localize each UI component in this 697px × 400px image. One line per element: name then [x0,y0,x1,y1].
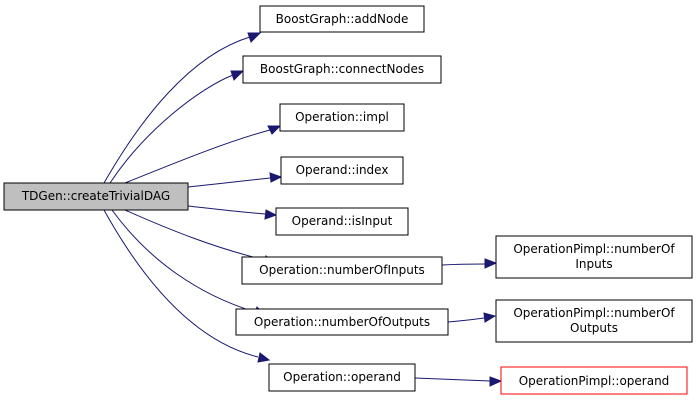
node-pimpl-operand-label: OperationPimpl::operand [519,374,670,388]
node-number-of-inputs-label: Operation::numberOfInputs [259,263,425,277]
arrowhead-connect-nodes [230,70,245,81]
node-pimpl-operand[interactable]: OperationPimpl::operand [500,366,688,395]
node-connect-nodes-box [242,55,442,84]
edge-root-to-connect-nodes [109,74,234,184]
edge-number-of-inputs-to-pimpl [441,263,486,266]
node-root-box [3,182,189,211]
node-root-label: TDGen::createTrivialDAG [21,189,170,203]
arrowhead-operation-impl [267,125,282,135]
arrowhead-add-node [247,32,262,43]
node-number-of-outputs-label: Operation::numberOfOutputs [254,315,430,329]
arrowhead-pimpl-number-of-inputs [484,258,498,269]
node-pimpl-number-of-outputs-box [495,299,693,343]
edge-root-to-operation-impl [124,129,271,184]
node-operation-operand-label: Operation::operand [283,370,401,384]
node-root[interactable]: TDGen::createTrivialDAG [3,182,189,211]
node-number-of-inputs-box [241,256,443,285]
arrowhead-pimpl-number-of-outputs [483,312,497,323]
node-operation-impl[interactable]: Operation::impl [279,103,405,132]
node-operation-operand-box [268,363,416,392]
node-operand-index-box [280,156,404,185]
node-add-node-label: BoostGraph::addNode [276,12,409,26]
arrowhead-operand-index [269,172,283,183]
edges [103,32,503,387]
arrowhead-operation-operand [257,352,271,363]
node-operand-is-input-box [275,207,409,236]
edge-number-of-outputs-to-pimpl [447,317,485,323]
node-number-of-inputs[interactable]: Operation::numberOfInputs [241,256,443,285]
edge-root-to-operand-is-input [187,205,266,215]
node-number-of-outputs[interactable]: Operation::numberOfOutputs [235,308,449,336]
edge-root-to-add-node [103,36,251,184]
node-add-node[interactable]: BoostGraph::addNode [259,5,425,33]
node-connect-nodes-label: BoostGraph::connectNodes [260,62,424,76]
node-pimpl-number-of-inputs-line1: OperationPimpl::numberOf [513,242,675,256]
node-operand-is-input[interactable]: Operand::isInput [275,207,409,236]
node-pimpl-operand-box [500,366,688,395]
node-number-of-outputs-box [235,308,449,336]
node-pimpl-number-of-inputs[interactable]: OperationPimpl::numberOf Inputs [495,235,693,279]
node-operand-is-input-label: Operand::isInput [292,214,393,228]
edge-operation-operand-to-pimpl-operand [414,377,491,382]
node-operand-index-label: Operand::index [296,163,389,177]
node-add-node-box [259,5,425,33]
edge-root-to-number-of-inputs [124,209,266,261]
node-pimpl-number-of-outputs-line1: OperationPimpl::numberOf [513,306,675,320]
node-connect-nodes[interactable]: BoostGraph::connectNodes [242,55,442,84]
arrowhead-operand-is-input [264,209,278,220]
edge-root-to-operand-index [187,177,271,188]
node-pimpl-number-of-outputs[interactable]: OperationPimpl::numberOf Outputs [495,299,693,343]
arrowhead-pimpl-operand [489,376,503,387]
edge-root-to-number-of-outputs [111,209,256,313]
node-operand-index[interactable]: Operand::index [280,156,404,185]
node-operation-impl-label: Operation::impl [295,110,389,124]
node-pimpl-number-of-inputs-box [495,235,693,279]
node-operation-impl-box [279,103,405,132]
node-operation-operand[interactable]: Operation::operand [268,363,416,392]
edge-root-to-operation-operand [103,209,259,358]
node-pimpl-number-of-outputs-line2: Outputs [570,321,618,335]
node-pimpl-number-of-inputs-line2: Inputs [575,257,612,271]
